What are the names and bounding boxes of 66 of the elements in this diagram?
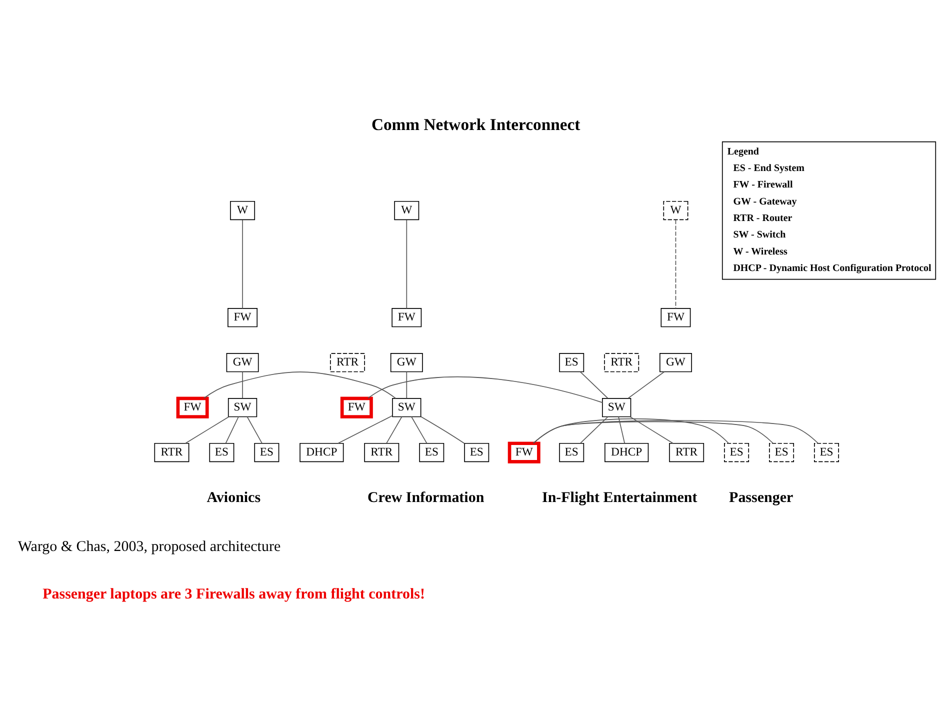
connector — [630, 416, 674, 444]
label: Legend — [727, 146, 759, 158]
diagram-title: Comm Network Interconnect — [371, 115, 580, 134]
node-box: ES — [559, 442, 584, 462]
connector — [406, 220, 408, 309]
node-box: ES — [464, 442, 490, 462]
node-box: RTR — [330, 353, 365, 372]
node-box: FW — [340, 396, 373, 418]
node-box: FW — [176, 396, 209, 418]
node-box: RTR — [154, 442, 190, 462]
caption: Wargo & Chas, 2003, proposed architecture — [18, 539, 281, 556]
node-box: ES — [254, 442, 280, 462]
node-box: GW — [659, 353, 692, 372]
node-box: ES — [814, 442, 839, 462]
connector — [580, 371, 608, 399]
connector — [420, 416, 465, 444]
node-box: GW — [226, 353, 259, 372]
node-box: SW — [228, 398, 258, 418]
legend-label: SW - Switch — [733, 230, 786, 241]
connector — [242, 371, 243, 399]
connector — [185, 416, 230, 444]
connector — [225, 416, 239, 444]
node-box: RTR — [669, 442, 704, 462]
connector — [242, 220, 243, 309]
node-box: RTR — [364, 442, 400, 462]
node-box: ES — [724, 442, 750, 462]
node-box: W — [230, 200, 256, 220]
node-box: ES — [209, 442, 234, 462]
label: Passenger laptops are 3 Firewalls away from flight controls! — [42, 586, 425, 603]
connector — [203, 372, 396, 399]
legend-label: W - Wireless — [733, 246, 788, 258]
node-box: W — [394, 200, 420, 220]
node-box: GW — [390, 353, 423, 372]
label: In-Flight Entertainment — [542, 490, 698, 506]
node-box: FW — [228, 308, 258, 328]
connector — [368, 376, 603, 403]
node-box: RTR — [604, 353, 640, 372]
node-box: ES — [559, 353, 584, 372]
node-box: DHCP — [604, 442, 649, 462]
node-box: DHCP — [300, 442, 344, 462]
label: Avionics — [206, 490, 261, 506]
legend-label: DHCP - Dynamic Host Configuration Protocol — [733, 263, 932, 274]
legend-label: GW - Gateway — [733, 196, 797, 208]
legend-label: FW - Firewall — [733, 180, 793, 191]
connector — [628, 371, 665, 399]
connector — [618, 416, 625, 444]
node-box: ES — [769, 442, 794, 462]
legend-label: RTR - Router — [733, 213, 792, 224]
label: Crew Information — [367, 490, 484, 506]
legend-label: ES - End System — [733, 163, 805, 174]
connector — [532, 418, 729, 444]
label: Passenger — [729, 490, 794, 506]
node-box: SW — [392, 398, 422, 418]
node-box: FW — [392, 308, 422, 328]
connector — [246, 416, 262, 444]
node-box: W — [663, 200, 688, 220]
connector — [338, 415, 393, 444]
connector — [386, 416, 402, 444]
node-box: FW — [508, 442, 540, 464]
connector — [580, 416, 608, 444]
connector — [675, 220, 676, 309]
node-box: ES — [419, 442, 444, 462]
node-box: SW — [602, 398, 632, 418]
connector — [406, 371, 408, 399]
connector — [411, 416, 428, 444]
node-box: FW — [660, 308, 691, 328]
